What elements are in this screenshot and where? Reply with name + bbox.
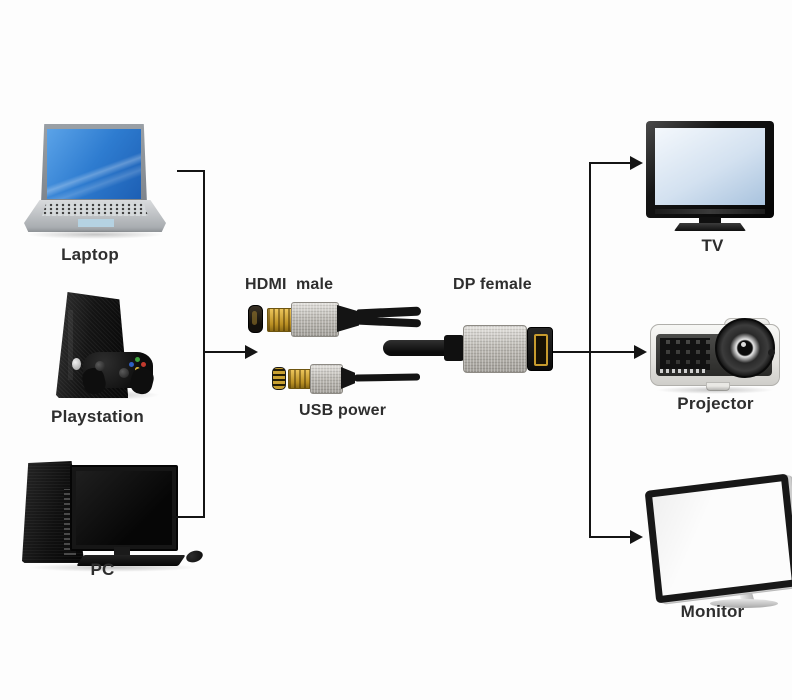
laptop-shadow [26,230,164,239]
gamepad-stick [95,361,105,371]
usb-cable [353,373,421,382]
tv-stand-base [674,223,746,231]
dp-port-contacts [534,334,548,366]
pc-label: PC [90,560,115,579]
hdmi-male-label: HDMI male [245,276,334,293]
laptop-label: Laptop [61,245,119,264]
laptop-icon [24,124,166,240]
projector-body [650,318,780,386]
pc-monitor [70,465,178,551]
playstation-label: Playstation [51,407,144,426]
gamepad-stick [119,368,129,378]
arrow-right-icon [630,156,643,170]
projector-connector-line [553,351,635,353]
dp-adapter-cable [383,340,446,356]
usb-strain-relief [341,367,355,389]
tv-stand-neck [699,217,721,224]
game-console-icon [50,290,160,402]
hdmi-connector-tip-icon [248,305,263,333]
monitor-icon [644,473,792,608]
monitor-label: Monitor [680,602,745,621]
gamepad-button-red [141,362,146,367]
monitor-connector-line [589,536,631,538]
gamepad-button-blue [129,362,134,367]
projector-label: Projector [677,394,754,413]
arrow-right-icon [634,345,647,359]
right-bus-line [589,163,591,538]
laptop-connector-line [177,170,205,172]
dp-strain-relief [444,335,464,361]
console-power-button [72,358,81,370]
monitor-screen [644,473,792,604]
usb-connector-housing [310,364,343,394]
dp-adapter-housing [463,325,527,373]
pc-shadow [28,563,198,572]
tv-screen [655,128,765,205]
usb-power-label: USB power [299,402,387,419]
tv-bezel [646,121,774,218]
laptop-base [24,200,166,232]
projector-connector-strip [660,369,706,373]
projector-shadow [656,386,774,394]
laptop-trackpad [78,219,114,227]
pc-mouse [184,548,205,565]
tv-label: TV [701,236,724,255]
projector-vents [660,338,710,370]
hdmi-connector-housing [291,302,339,337]
gamepad-button-yellow [135,367,140,372]
tv-connector-line [589,162,631,164]
dp-female-port-icon [527,327,553,371]
usb-plug-icon [288,369,312,389]
laptop-lid [41,124,147,204]
pc-icon [18,455,205,572]
left-bus-line [203,170,205,518]
laptop-keyboard [42,203,148,216]
dp-female-label: DP female [453,276,532,293]
hdmi-strain-relief [337,305,359,332]
tv-speaker-strip [655,209,765,214]
pc-connector-line [172,516,205,518]
sources-to-adapter-line [204,351,246,353]
gamepad-icon [83,352,153,388]
hdmi-plug-icon [267,308,293,332]
gamepad-button-green [135,357,140,362]
arrow-right-icon [245,345,258,359]
projector-icon [650,318,780,394]
projector-ir-sensor [768,349,775,356]
console-seam [68,310,73,380]
projector-foot [706,382,730,391]
laptop-screen [47,129,141,199]
tv-icon [646,121,774,235]
usb-connector-tip-icon [272,367,286,390]
arrow-right-icon [630,530,643,544]
projector-lens-icon [715,318,775,378]
monitor-base [710,599,778,608]
hdmi-cable [356,316,422,328]
